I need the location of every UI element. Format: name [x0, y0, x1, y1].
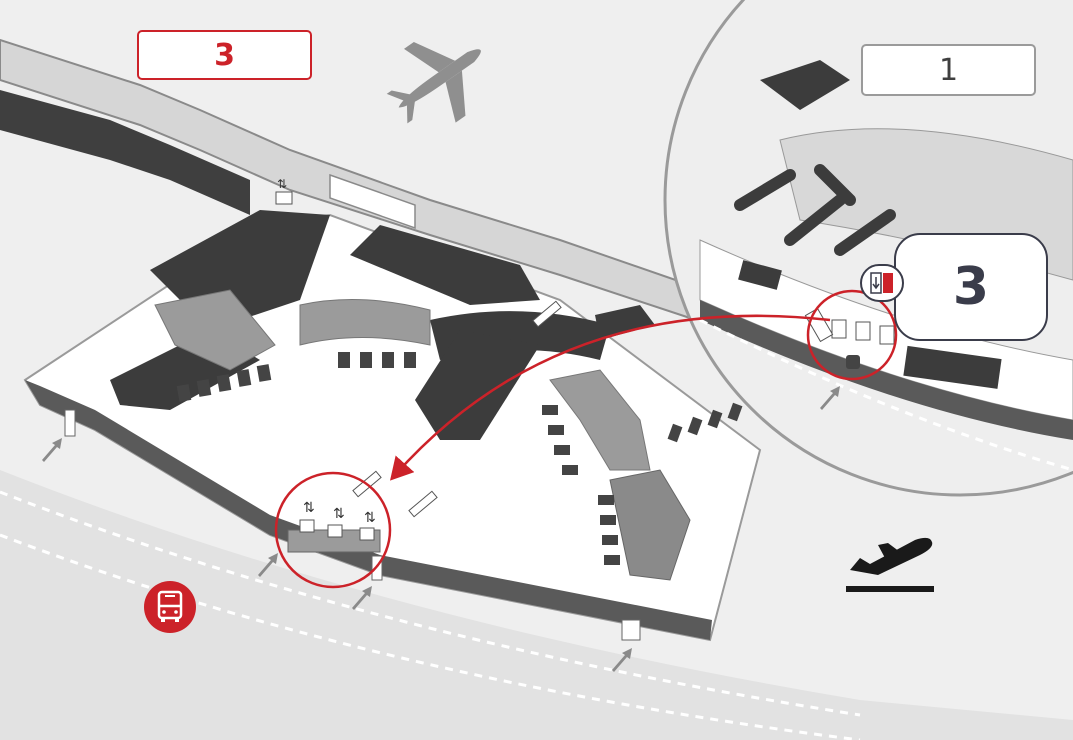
terminal-label-adjacent: 1: [861, 44, 1036, 96]
pier-wing: [549, 369, 651, 471]
connector-arrow: [390, 314, 831, 481]
walkway-block: [0, 90, 250, 215]
lift-icon: ⇅: [275, 177, 293, 205]
level-number: 3: [952, 257, 990, 317]
airplane-icon: [386, 41, 481, 124]
road-lane-marking: [0, 533, 861, 740]
zoom-circle-border: [663, 0, 1073, 497]
building-block: [595, 305, 655, 340]
svg-text:⇅: ⇅: [333, 506, 345, 522]
svg-text:⇅: ⇅: [303, 500, 315, 516]
lift-highlight-circle: [274, 471, 392, 589]
level-badge: 3: [894, 233, 1048, 341]
pier-wing: [609, 469, 691, 581]
terminal-label-current: 3: [137, 30, 312, 80]
road-lane-marking: [0, 490, 861, 717]
entrance-arrow-icon: [42, 438, 632, 672]
terminal-label-text: 3: [214, 37, 235, 73]
building-block: [350, 225, 540, 305]
lift-cluster: ⇅ ⇅ ⇅: [287, 500, 381, 553]
building-block: [150, 210, 330, 320]
terminal-label-text: 1: [938, 52, 959, 88]
departures-icon: [840, 530, 940, 603]
pier-wing: [299, 299, 431, 346]
walkway-opening: [329, 173, 416, 230]
entrance-door: [621, 619, 641, 641]
pier-wing: [154, 289, 276, 371]
svg-text:⇅: ⇅: [277, 177, 287, 191]
building-block: [415, 330, 540, 440]
svg-text:⇅: ⇅: [364, 510, 376, 526]
lift-icon: [860, 264, 904, 302]
road-outer: [0, 470, 1073, 740]
gate-stubs: [176, 352, 743, 565]
entrance-door: [64, 409, 76, 437]
bus-icon: [143, 580, 197, 639]
terminal-facade: [25, 380, 712, 640]
